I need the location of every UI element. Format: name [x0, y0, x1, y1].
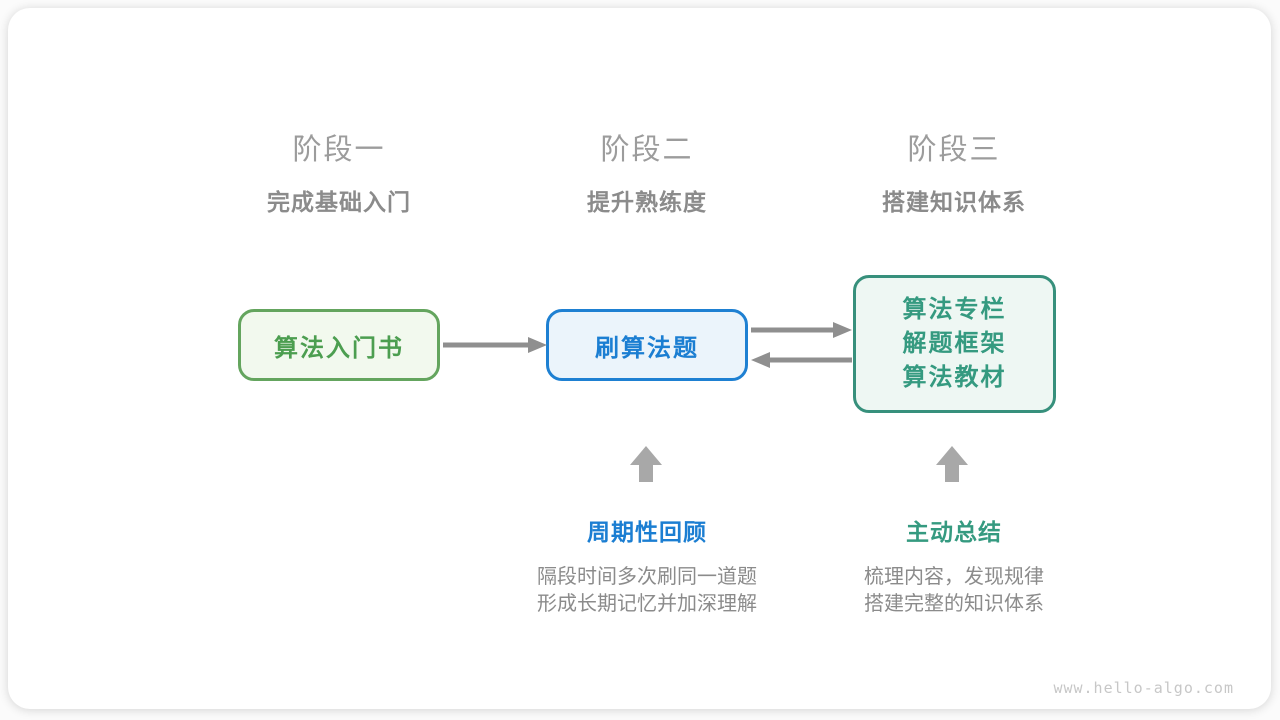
summarize-desc-line-1: 梳理内容，发现规律	[864, 566, 1044, 588]
node-intro-book: 算法入门书	[238, 309, 440, 381]
stage-3-header: 阶段三 搭建知识体系	[804, 126, 1104, 217]
action-summarize-label: 主动总结	[906, 519, 1002, 545]
review-desc-line-2: 形成长期记忆并加深理解	[537, 593, 757, 615]
node-knowledge-line-3: 算法教材	[902, 364, 1007, 391]
node-knowledge-line-2: 解题框架	[902, 330, 1007, 357]
stage-2-header: 阶段二 提升熟练度	[497, 126, 797, 217]
stage-2-subtitle: 提升熟练度	[587, 189, 707, 215]
stage-1-title: 阶段一	[292, 134, 386, 166]
node-knowledge-line-1: 算法专栏	[902, 296, 1007, 323]
stage-1-header: 阶段一 完成基础入门	[189, 126, 489, 217]
summarize-desc-line-2: 搭建完整的知识体系	[864, 593, 1044, 615]
review-desc-line-1: 隔段时间多次刷同一道题	[537, 566, 757, 588]
action-review-description: 隔段时间多次刷同一道题 形成长期记忆并加深理解	[477, 564, 817, 618]
node-intro-book-label: 算法入门书	[274, 334, 404, 362]
stage-2-title: 阶段二	[600, 134, 694, 166]
up-arrow-icon	[936, 446, 968, 482]
node-practice: 刷算法题	[546, 309, 748, 381]
diagram-card: 阶段一 完成基础入门 阶段二 提升熟练度 阶段三 搭建知识体系 算法入门书 刷算…	[8, 8, 1271, 709]
flow-arrow-right-icon	[751, 322, 852, 338]
stage-1-subtitle: 完成基础入门	[267, 189, 411, 215]
flow-arrow-right-icon	[443, 337, 547, 353]
node-knowledge: 算法专栏 解题框架 算法教材	[853, 275, 1056, 413]
action-summarize-description: 梳理内容，发现规律 搭建完整的知识体系	[784, 564, 1124, 618]
flow-arrow-left-icon	[751, 352, 852, 368]
up-arrow-icon	[630, 446, 662, 482]
watermark: www.hello-algo.com	[1053, 679, 1234, 697]
node-practice-label: 刷算法题	[595, 334, 699, 362]
action-review-label: 周期性回顾	[587, 519, 707, 545]
stage-3-title: 阶段三	[907, 134, 1001, 166]
stage-3-subtitle: 搭建知识体系	[882, 189, 1026, 215]
